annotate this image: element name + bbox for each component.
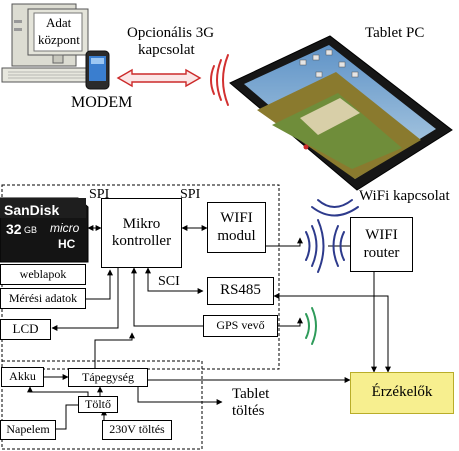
- sandisk-brand-label: SanDisk: [4, 202, 60, 218]
- connection-lines: [27, 225, 391, 430]
- sandisk-unit-label: GB: [24, 225, 38, 235]
- erzekelok-box: Érzékelők: [350, 372, 454, 414]
- optional-3g-label-line1: Opcionális 3G: [127, 25, 215, 41]
- tolto-box: Töltő: [78, 396, 118, 413]
- weblapok-box: weblapok: [0, 264, 86, 285]
- power-board-boundary: [1, 360, 203, 450]
- meresi-adatok-box: Mérési adatok: [0, 288, 86, 309]
- rs485-box: RS485: [207, 277, 274, 305]
- sandisk-type-label: micro: [50, 221, 80, 235]
- wifi-modul-label-line1: WIFI: [220, 210, 253, 227]
- lcd-box: LCD: [0, 319, 51, 340]
- wireless-signal-icon: [311, 199, 359, 217]
- spi-label-right: SPI: [180, 187, 201, 202]
- mikrokontroller-label-line1: Mikro: [122, 215, 161, 232]
- tablet-toltes-label-line2: töltés: [232, 403, 265, 419]
- desktop-computer-icon: [1, 3, 95, 83]
- sandisk-hc-label: HC: [58, 237, 76, 251]
- 230v-toltes-box: 230V töltés: [102, 420, 172, 440]
- adat-kozpont-label-line2: központ: [38, 32, 80, 47]
- wireless-signal-icon: [305, 219, 325, 273]
- optional-3g-arrow: [116, 68, 202, 88]
- modem-label: MODEM: [71, 94, 133, 111]
- tapegyseg-box: Tápegység: [68, 368, 148, 387]
- sci-label: SCI: [158, 274, 180, 289]
- tablet-pc-icon: [229, 35, 453, 191]
- mikrokontroller-box: Mikro kontroller: [101, 198, 182, 268]
- wireless-signal-icon: [305, 307, 317, 345]
- mikrokontroller-label-line2: kontroller: [111, 233, 172, 249]
- wifi-router-label-line2: router: [363, 244, 400, 261]
- gps-vevo-box: GPS vevő: [203, 315, 278, 337]
- napelem-box: Napelem: [0, 420, 56, 440]
- mobile-phone-icon: [85, 50, 110, 90]
- akku-box: Akku: [1, 367, 44, 387]
- wifi-kapcsolat-label: WiFi kapcsolat: [359, 188, 450, 204]
- adat-kozpont-label-line1: Adat: [46, 15, 72, 30]
- wifi-modul-box: WIFI modul: [207, 202, 266, 253]
- optional-3g-label-line2: kapcsolat: [138, 42, 195, 58]
- wifi-router-label-line1: WIFI: [365, 227, 398, 244]
- tablet-pc-label: Tablet PC: [365, 25, 425, 41]
- sd-card-icon: [0, 197, 89, 263]
- wireless-signal-icon: [332, 225, 345, 267]
- spi-label-left: SPI: [89, 187, 110, 202]
- tablet-toltes-label-line1: Tablet: [232, 386, 270, 402]
- wireless-signal-icon: [210, 54, 229, 106]
- wifi-router-box: WIFI router: [350, 217, 413, 272]
- sandisk-capacity-label: 32: [6, 221, 22, 237]
- wifi-modul-label-line2: modul: [217, 227, 256, 244]
